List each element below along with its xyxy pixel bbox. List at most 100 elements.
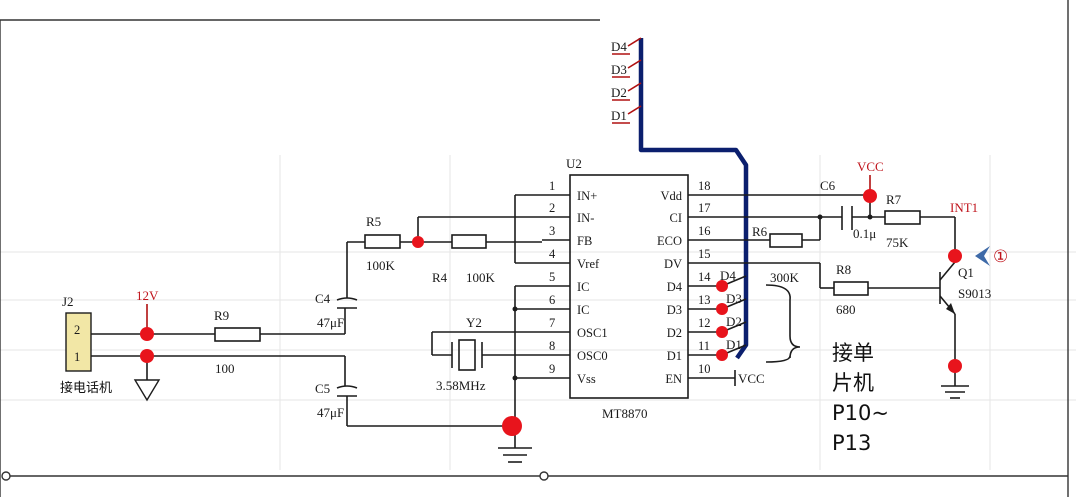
u2-ref: U2 — [566, 156, 582, 171]
c4-value: 47μF — [317, 315, 344, 330]
u2-pin-name: EN — [665, 372, 682, 386]
junction-dot — [863, 189, 877, 203]
r4-ref: R4 — [432, 270, 448, 285]
y2-ref: Y2 — [466, 315, 482, 330]
r6-ref: R6 — [752, 224, 768, 239]
pin-net-label: D3 — [726, 291, 742, 306]
junction-dot — [716, 280, 728, 292]
r5-ref: R5 — [366, 214, 381, 229]
junction-dot — [716, 326, 728, 338]
vcc-top-label: VCC — [857, 159, 884, 174]
u2-pin-name: Vss — [577, 372, 596, 386]
note-line: P10~ — [832, 401, 889, 425]
j2-pin-num: 1 — [74, 350, 80, 364]
junction-dot — [716, 349, 728, 361]
j2-caption: 接电话机 — [60, 380, 112, 396]
pin-net-label: D1 — [726, 337, 742, 352]
junction-dot — [948, 249, 962, 263]
y2-value: 3.58MHz — [436, 378, 486, 393]
r8-value: 680 — [836, 302, 856, 317]
junction-dot — [512, 306, 518, 312]
q1-ref: Q1 — [958, 265, 974, 280]
u2-pin-num: 1 — [549, 179, 555, 193]
u2-pin-name: D1 — [667, 349, 682, 363]
u2-pin-num: 9 — [549, 362, 555, 376]
u2-pin-num: 11 — [698, 339, 710, 353]
u2-pin-name: Vdd — [660, 189, 682, 203]
u2-pin-num: 14 — [698, 270, 711, 284]
r7-ref: R7 — [886, 192, 902, 207]
u2-pin-name: IN- — [577, 211, 594, 225]
bus-label: D1 — [611, 108, 627, 123]
junction-dot — [412, 236, 424, 248]
marker-label: ① — [993, 247, 1008, 267]
r9-value: 100 — [215, 361, 235, 376]
c6-capacitor: C6 0.1μ — [820, 178, 876, 241]
r7-value: 75K — [886, 235, 909, 250]
u2-pin-name: OSC1 — [577, 326, 608, 340]
vcc-en: VCC — [734, 370, 765, 386]
q1-transistor: Q1 S9013 — [939, 261, 991, 399]
u2-pin-name: IC — [577, 280, 590, 294]
u2-pin-num: 17 — [698, 201, 711, 215]
u2-pin-num: 5 — [549, 270, 555, 284]
r5-resistor — [364, 234, 401, 249]
ground-symbol — [133, 379, 161, 402]
u2-pin-name: D2 — [667, 326, 682, 340]
u2-pin-name: OSC0 — [577, 349, 608, 363]
arrow-marker: ① — [975, 246, 1008, 267]
j2-pin-num: 2 — [74, 323, 80, 337]
fb-network — [347, 194, 542, 264]
bus-label: D2 — [611, 85, 627, 100]
r6-value: 300K — [770, 270, 800, 285]
background-grid — [0, 155, 1076, 470]
u2-pin-num: 7 — [549, 316, 555, 330]
u2-pin-num: 13 — [698, 293, 711, 307]
junction-dot — [948, 359, 962, 373]
r6-resistor — [769, 233, 803, 248]
c5-ref: C5 — [315, 381, 330, 396]
pin-net-label: D4 — [720, 268, 736, 283]
v12-label: 12V — [136, 288, 159, 303]
j2-ref: J2 — [62, 294, 74, 309]
u2-pin-num: 16 — [698, 224, 711, 238]
left-arrow-icon — [975, 246, 990, 266]
r8-ref: R8 — [836, 262, 851, 277]
u2-pin-name: Vref — [577, 257, 600, 271]
note-line: 片机 — [832, 371, 874, 395]
junction-dot — [140, 327, 154, 341]
u2-pin-name: FB — [577, 234, 592, 248]
q1-part: S9013 — [958, 286, 991, 301]
r4-value: 100K — [466, 270, 496, 285]
u2-chip: U2 MT8870 1 2 3 4 — [542, 156, 735, 421]
note-line: P13 — [832, 431, 871, 455]
junction-dot — [512, 375, 518, 381]
u2-pin-name: ECO — [657, 234, 682, 248]
vcc-en-label: VCC — [738, 371, 765, 386]
u2-pin-name: D3 — [667, 303, 682, 317]
bus-label: D4 — [611, 39, 627, 54]
note-line: 接单 — [832, 341, 874, 365]
c4-capacitor: C4 47μF — [315, 242, 358, 334]
u2-pin-num: 10 — [698, 362, 711, 376]
u2-pin-num: 15 — [698, 247, 711, 261]
c4-ref: C4 — [315, 291, 331, 306]
int1-label: INT1 — [950, 200, 978, 215]
junction-dot — [867, 214, 873, 220]
u2-pin-name: CI — [670, 211, 683, 225]
u2-pin-num: 8 — [549, 339, 555, 353]
c6-ref: C6 — [820, 178, 836, 193]
u2-part: MT8870 — [602, 406, 648, 421]
u2-pin-num: 18 — [698, 179, 711, 193]
u2-pin-num: 4 — [549, 247, 556, 261]
ground-net — [498, 285, 542, 463]
r7-resistor — [884, 210, 921, 225]
r5-value: 100K — [366, 258, 396, 273]
u2-pin-num: 3 — [549, 224, 555, 238]
u2-pin-num: 2 — [549, 201, 555, 215]
u2-pin-num: 12 — [698, 316, 711, 330]
vdd-ci-network — [722, 194, 956, 289]
